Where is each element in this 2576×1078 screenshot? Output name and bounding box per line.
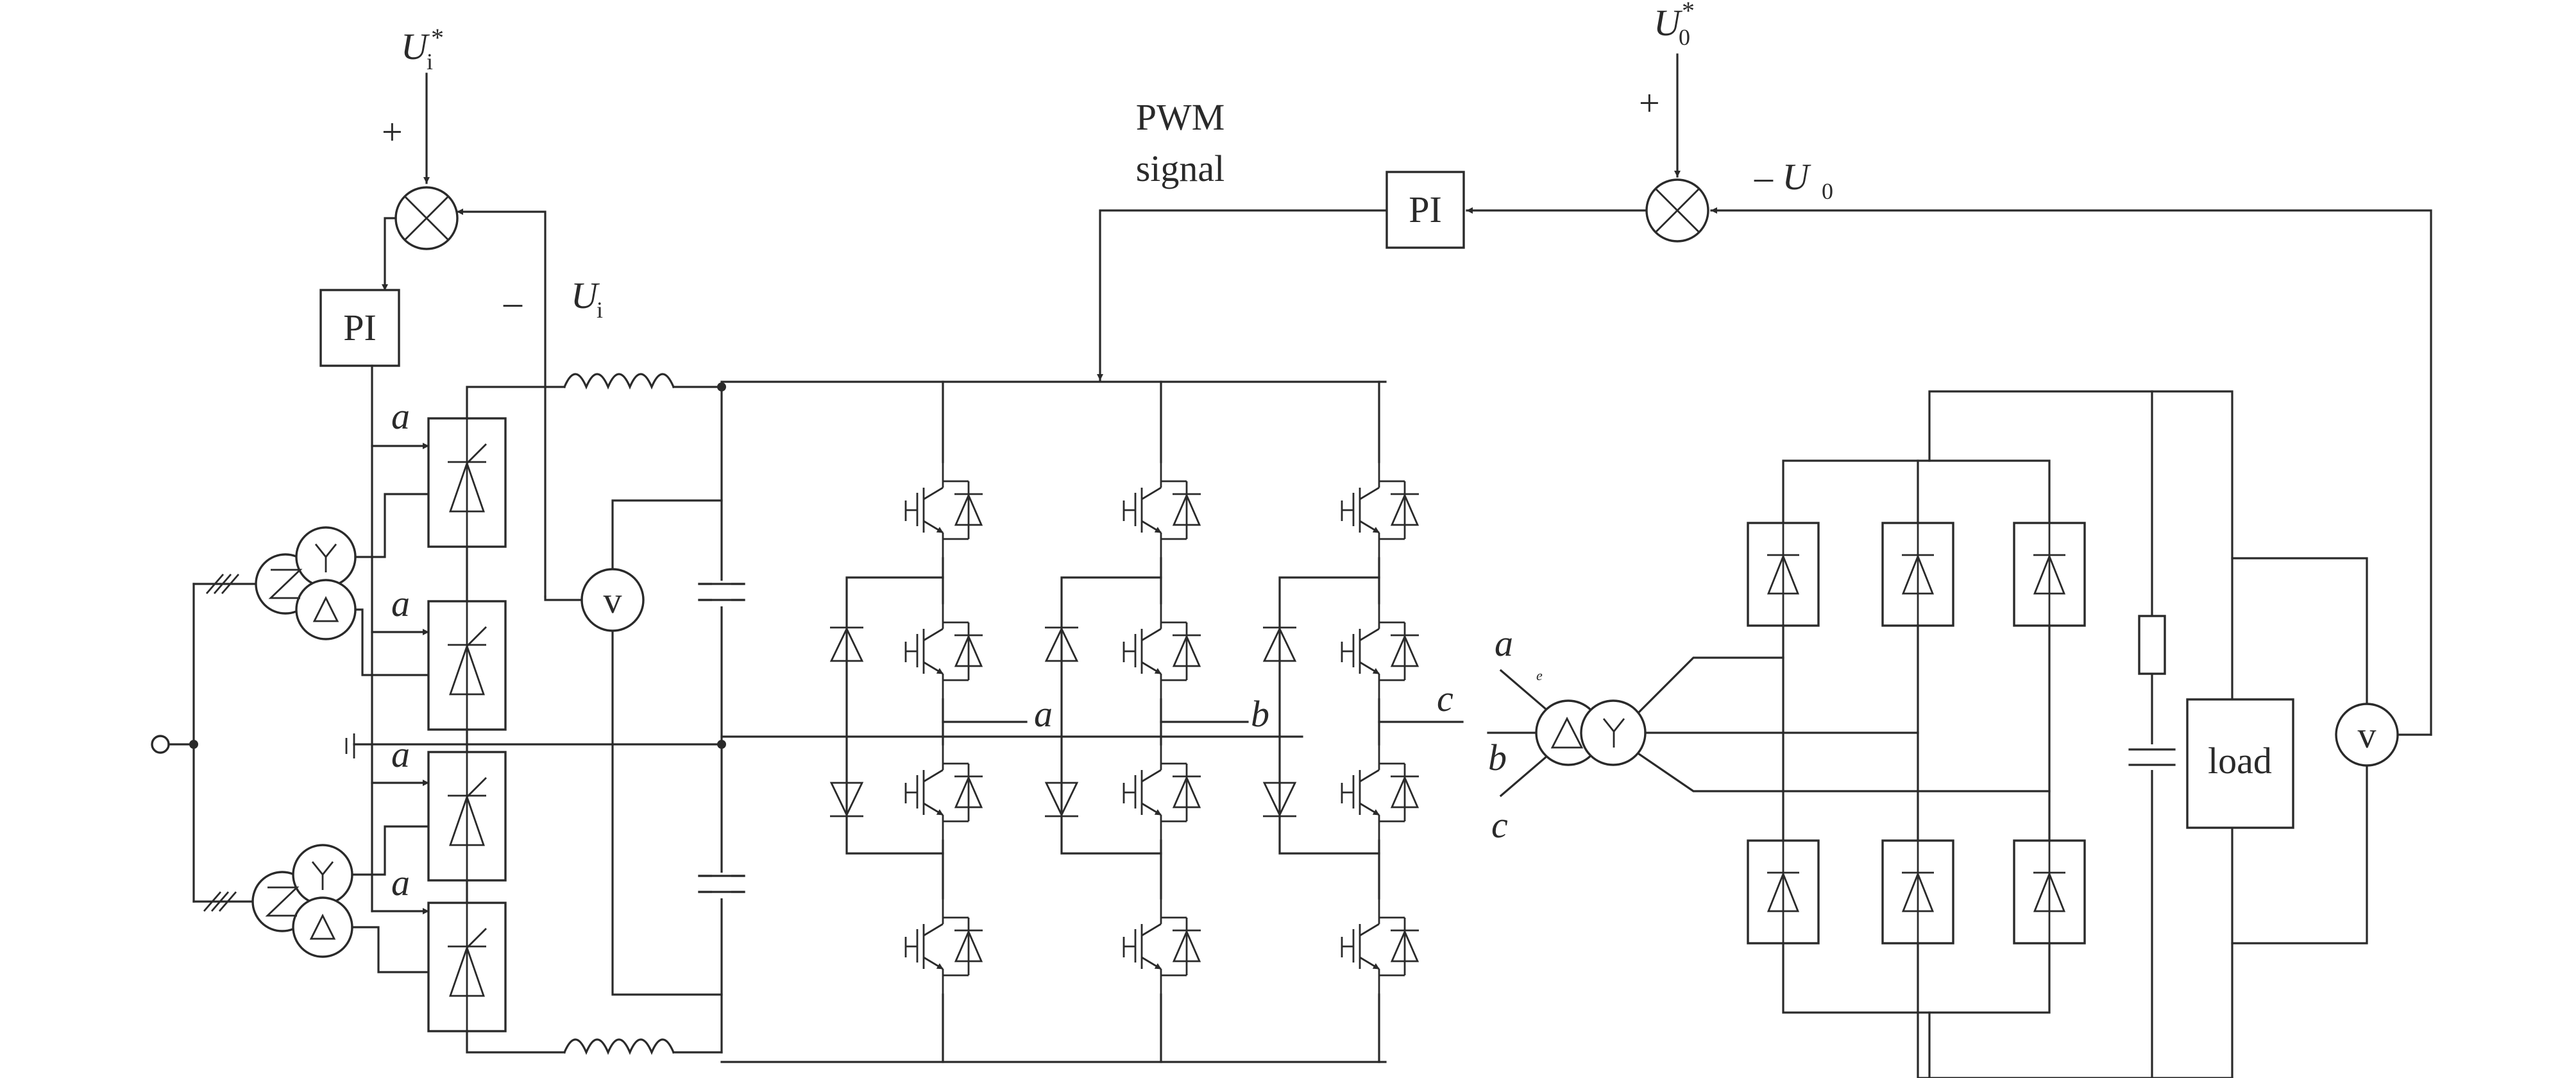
input-voltage-loop: U i * + PI – U i a a a a — [319, 23, 603, 914]
plus-sign-output: + — [1639, 82, 1660, 124]
output-resistor — [2138, 615, 2166, 675]
summing-junction-output — [1645, 178, 1709, 243]
inverter-out-b: b — [1251, 693, 1269, 735]
svg-text:v: v — [2358, 714, 2377, 756]
input-terminal — [151, 735, 170, 754]
output-diode-rectifier: load v — [1747, 390, 2432, 1078]
pi-controller-input: PI — [319, 289, 400, 367]
transformer-small-mark: e — [1536, 667, 1543, 683]
output-transformer: a e b c — [1487, 622, 2051, 846]
thyristor-cell-4 — [427, 902, 507, 1032]
inverter-out-c: c — [1437, 678, 1453, 719]
load-box: load — [2186, 698, 2294, 829]
transformer-lower — [251, 844, 353, 958]
svg-text:i: i — [427, 49, 433, 74]
transformer-in-a: a — [1495, 622, 1513, 664]
voltmeter-dc: v — [580, 568, 645, 632]
leg-b: b — [1044, 381, 1269, 1063]
firing-label-a2: a — [391, 583, 410, 624]
svg-text:U: U — [401, 26, 430, 67]
thyristor-cell-1 — [427, 417, 507, 548]
svg-text:signal: signal — [1136, 148, 1225, 189]
summing-junction-input — [394, 186, 459, 250]
inverter-out-a: a — [1034, 693, 1053, 735]
firing-label-a4: a — [391, 862, 410, 903]
u0-reference-label: U 0 * — [1654, 0, 1695, 50]
svg-text:load: load — [2208, 740, 2272, 782]
svg-text:v: v — [604, 579, 622, 621]
thyristor-cell-2 — [427, 600, 507, 731]
output-voltage-loop: PWM signal PI U 0 * + – U 0 — [1097, 0, 2432, 736]
svg-text:0: 0 — [1822, 178, 1833, 204]
ui-reference-label: U i * — [401, 23, 444, 74]
leg-c: c — [1262, 381, 1464, 1063]
svg-text:*: * — [1682, 0, 1695, 25]
svg-text:i: i — [597, 297, 603, 323]
pwm-signal-label: PWM signal — [1136, 96, 1225, 189]
output-filter-capacitor — [2128, 744, 2176, 770]
svg-text:0: 0 — [1679, 24, 1690, 50]
svg-text:*: * — [431, 23, 444, 52]
transformer-upper — [255, 526, 357, 640]
transformer-in-b: b — [1488, 737, 1507, 778]
grid-input-section — [151, 493, 430, 973]
dc-link: v — [544, 373, 745, 1056]
transformer-in-c: c — [1491, 804, 1508, 846]
minus-sign: – — [503, 281, 523, 323]
thyristor-cell-3 — [427, 751, 507, 882]
leg-a: a — [829, 381, 1053, 1063]
npc-inverter: a b — [720, 381, 1464, 1063]
svg-text:PI: PI — [343, 307, 377, 348]
thyristor-rectifier-stack — [345, 386, 726, 1054]
ui-feedback-label: U i — [571, 275, 603, 323]
firing-label-a3: a — [391, 733, 410, 775]
pi-controller-output: PI — [1385, 171, 1465, 249]
svg-text:U: U — [571, 275, 600, 316]
svg-text:– U: – U — [1754, 156, 1812, 198]
svg-text:U: U — [1654, 2, 1683, 44]
u0-feedback-label: – U 0 — [1754, 156, 1833, 204]
plus-sign: + — [382, 111, 403, 153]
svg-text:PI: PI — [1409, 189, 1442, 230]
voltmeter-output: v — [2335, 703, 2399, 767]
firing-label-a1: a — [391, 395, 410, 437]
svg-text:PWM: PWM — [1136, 96, 1225, 138]
